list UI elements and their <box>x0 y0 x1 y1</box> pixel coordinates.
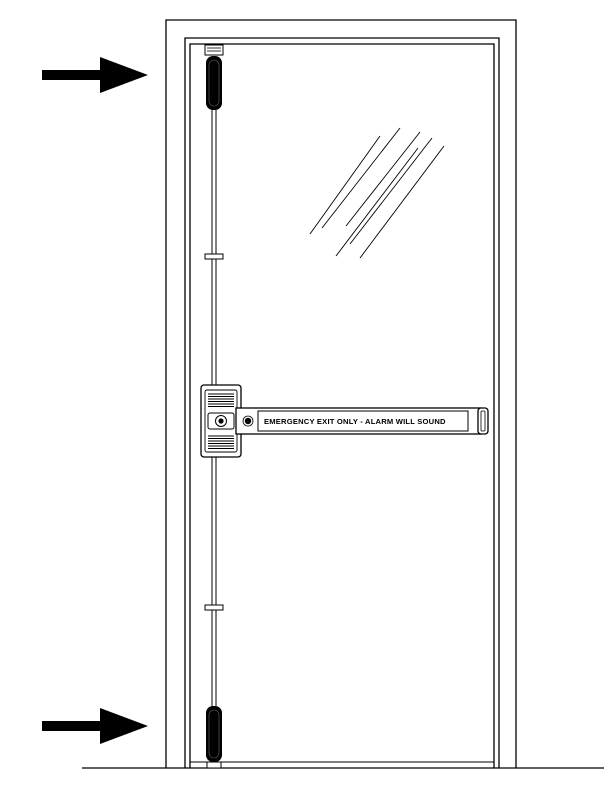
top-rod-arrow-icon <box>42 57 148 93</box>
upper-grille <box>208 393 234 407</box>
door-frame <box>165 19 517 768</box>
panic-bar-label: EMERGENCY EXIT ONLY - ALARM WILL SOUND <box>264 417 446 426</box>
glass-reflection-lines <box>309 127 445 259</box>
key-cylinder-icon <box>207 412 235 430</box>
vertical-rod-assembly <box>204 44 224 769</box>
bottom-rod-cover <box>206 706 222 762</box>
frame-inner-edge <box>184 37 500 768</box>
panic-push-bar: EMERGENCY EXIT ONLY - ALARM WILL SOUND <box>235 407 489 435</box>
panic-bar-center-case <box>200 384 242 458</box>
frame-outer-edge <box>165 19 517 768</box>
upper-rod-guide <box>204 253 224 260</box>
bottom-latch <box>206 761 222 769</box>
lower-rod-guide <box>204 604 224 611</box>
top-latch-head <box>204 44 224 56</box>
door-leaf-edge <box>189 43 495 768</box>
bottom-rod-arrow-icon <box>42 708 148 744</box>
push-bar-end-cap <box>477 407 489 435</box>
lower-grille <box>208 435 234 449</box>
alarm-indicator-icon <box>244 417 252 425</box>
top-rod-cover <box>206 56 222 110</box>
